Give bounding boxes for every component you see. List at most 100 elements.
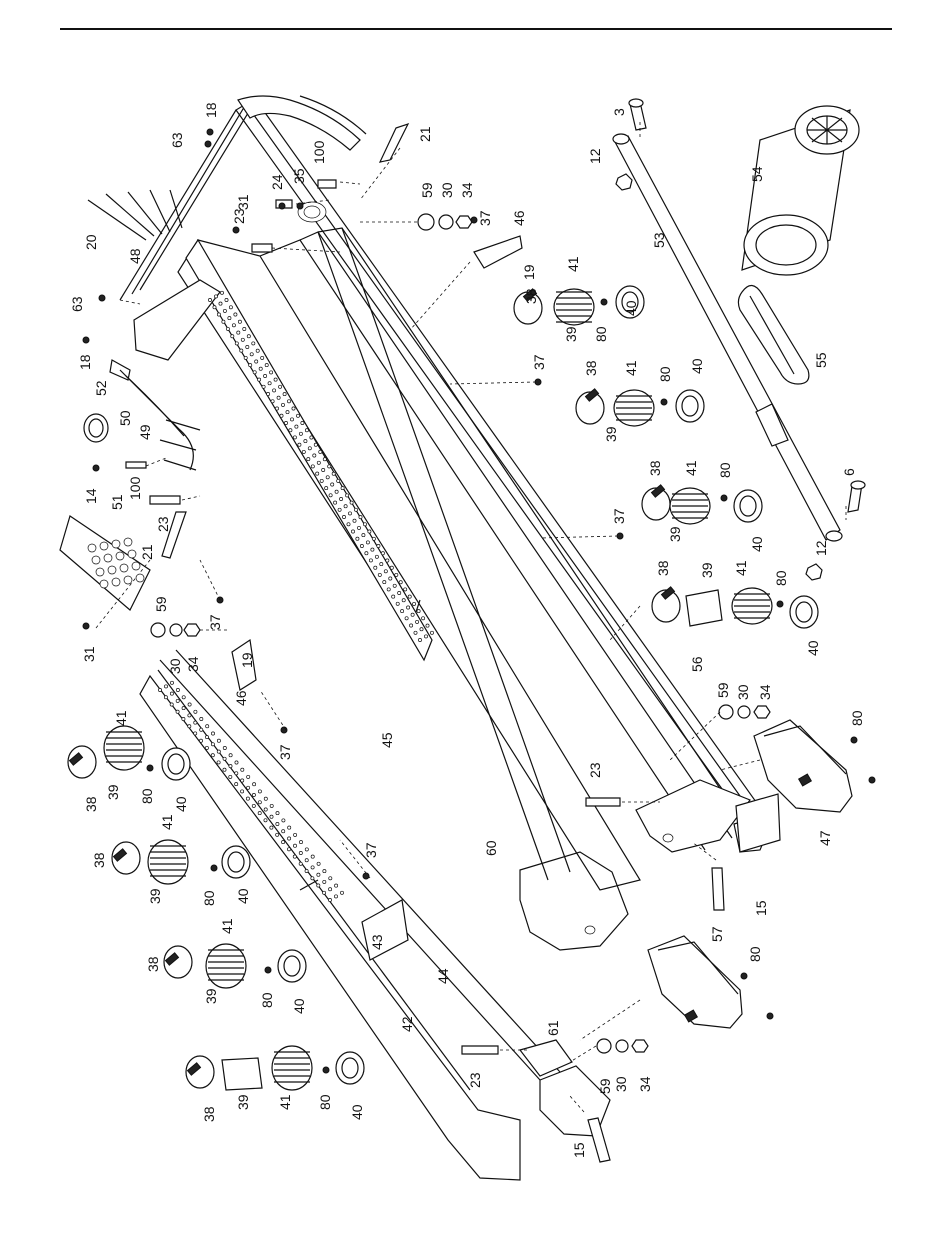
shield-hole <box>99 541 109 551</box>
part-label-52: 52 <box>93 380 109 396</box>
perforation-hole <box>257 789 262 794</box>
perforation-hole <box>303 439 308 444</box>
part-label-34: 34 <box>459 182 475 198</box>
part-label-40: 40 <box>349 1104 365 1120</box>
part-label-38: 38 <box>91 852 107 868</box>
perforation-hole <box>297 442 302 447</box>
perforation-hole <box>385 558 390 563</box>
perforation-hole <box>255 348 260 353</box>
part-label-51: 51 <box>109 494 125 510</box>
motor-shield-plate <box>59 515 151 611</box>
perforation-hole <box>322 457 327 462</box>
perforation-hole <box>199 738 203 743</box>
perforation-hole <box>322 879 327 884</box>
perforation-hole <box>243 355 248 360</box>
part-label-60: 60 <box>483 840 499 856</box>
perforation-hole <box>287 836 292 841</box>
perforation-hole <box>269 370 274 375</box>
perforation-hole <box>294 424 299 429</box>
perforation-hole <box>340 890 344 895</box>
perforation-hole <box>354 507 358 512</box>
perforation-hole <box>292 435 297 440</box>
part-label-59: 59 <box>715 682 731 698</box>
perforation-hole <box>328 898 332 902</box>
perforation-hole <box>416 609 421 614</box>
foot-assembly-3 <box>641 484 763 525</box>
perforation-hole <box>278 384 283 389</box>
perforation-hole <box>325 475 330 480</box>
perforation-hole <box>251 803 256 808</box>
part-label-40: 40 <box>805 640 821 656</box>
perforation-hole <box>205 735 209 740</box>
foot-assembly-7 <box>163 943 307 989</box>
perforation-hole <box>272 388 277 393</box>
perforation-hole <box>248 363 253 368</box>
perforation-hole <box>221 319 226 324</box>
perforation-hole <box>252 370 257 375</box>
perforation-hole <box>236 330 241 335</box>
perforation-hole <box>328 887 333 892</box>
perforation-hole <box>293 843 297 848</box>
part-label-63: 63 <box>169 132 185 148</box>
part-label-15: 15 <box>753 900 769 916</box>
part-label-21: 21 <box>139 544 155 560</box>
part-label-20: 20 <box>83 234 99 250</box>
drive-motor <box>741 105 860 276</box>
perforation-hole <box>266 392 271 396</box>
perforation-hole <box>222 308 227 313</box>
part-label-39: 39 <box>563 326 579 342</box>
part-label-23: 23 <box>231 208 247 224</box>
perforation-hole <box>304 869 309 873</box>
perforation-hole <box>388 576 393 581</box>
assembly-lines <box>95 122 847 1113</box>
perforation-hole <box>355 536 360 541</box>
perforation-hole <box>251 793 256 797</box>
perforation-hole <box>298 851 303 855</box>
part-label-23: 23 <box>587 762 603 778</box>
perforation-hole <box>287 847 291 852</box>
shield-hole <box>115 551 125 561</box>
perforation-hole <box>298 431 303 436</box>
part-label-38: 38 <box>145 956 161 972</box>
perforation-hole <box>334 883 339 888</box>
part-label-45: 45 <box>379 732 395 748</box>
perforation-hole <box>181 695 186 700</box>
perforation-hole <box>170 680 174 685</box>
perforation-hole <box>374 554 379 559</box>
shield-hole <box>107 565 117 575</box>
perforation-hole <box>187 702 192 707</box>
perforation-hole <box>419 627 424 632</box>
perforation-hole <box>327 464 332 469</box>
perforation-hole <box>319 478 324 483</box>
part-label-34: 34 <box>757 684 773 700</box>
part-label-6: 6 <box>841 468 857 476</box>
perforation-hole <box>322 890 327 895</box>
perforation-hole <box>205 724 210 729</box>
motor-area <box>119 279 221 471</box>
part-label-30: 30 <box>735 684 751 700</box>
perforation-hole <box>252 782 257 787</box>
perforation-hole <box>242 327 247 331</box>
perforation-hole <box>398 580 403 585</box>
perforation-hole <box>269 825 274 830</box>
part-label-40: 40 <box>623 300 639 316</box>
perforation-hole <box>380 551 385 556</box>
perforation-hole <box>410 612 415 617</box>
perforation-hole <box>284 421 288 425</box>
part-label-46: 46 <box>233 690 249 706</box>
perforation-hole <box>401 598 406 603</box>
perforation-hole <box>275 406 279 411</box>
perforation-hole <box>218 301 223 306</box>
shield-hole <box>91 555 101 565</box>
perforation-hole <box>204 745 209 750</box>
perforation-hole <box>264 363 269 368</box>
perforation-hole <box>237 319 242 324</box>
perforation-hole <box>296 413 300 418</box>
perforation-hole <box>310 464 315 469</box>
part-label-35: 35 <box>291 168 307 184</box>
perforation-hole <box>281 829 286 834</box>
part-label-80: 80 <box>259 992 275 1008</box>
perforation-hole <box>251 341 256 346</box>
part-label-23: 23 <box>155 516 171 532</box>
